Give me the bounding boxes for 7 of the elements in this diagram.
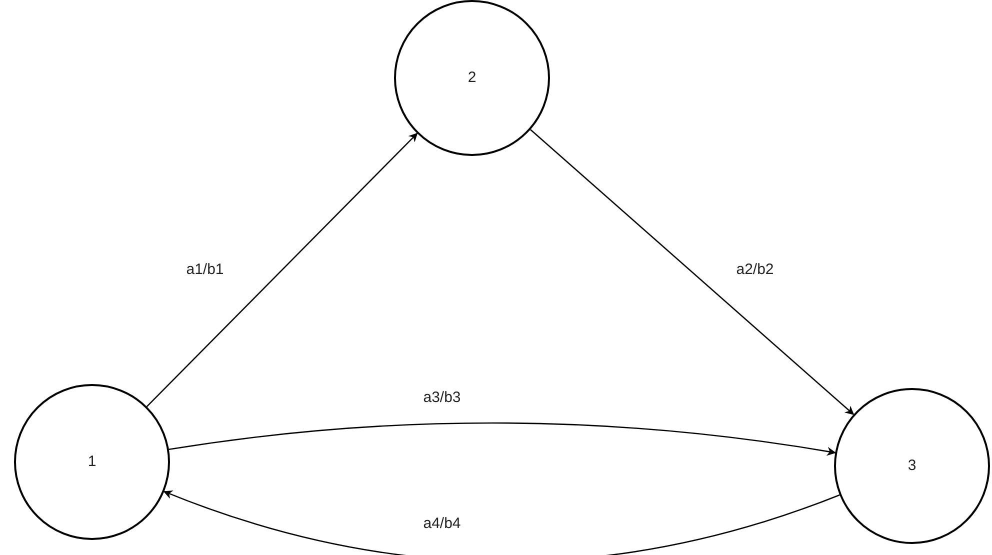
arrow <box>530 129 854 415</box>
state-label: 3 <box>908 456 916 476</box>
arrow <box>146 132 418 408</box>
arrow <box>163 490 840 555</box>
state-label: 2 <box>468 68 476 88</box>
state-label: 1 <box>88 452 96 472</box>
arrow <box>168 422 836 456</box>
